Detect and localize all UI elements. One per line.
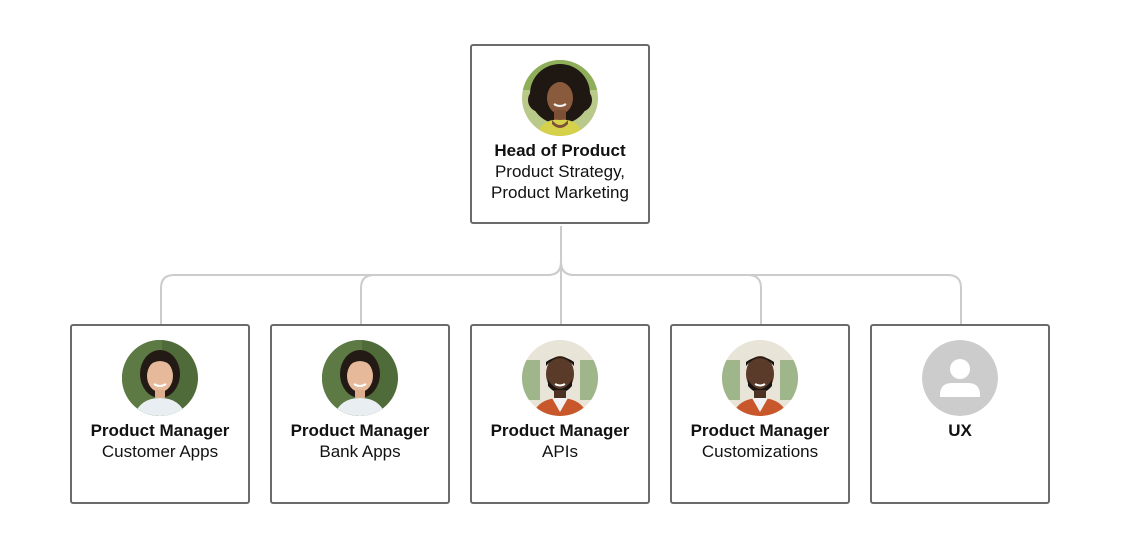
avatar-photo — [522, 340, 598, 416]
card-head-of-product[interactable]: Head of Product Product Strategy, Produc… — [470, 44, 650, 224]
card-department: Customer Apps — [101, 442, 219, 461]
avatar-photo — [122, 340, 198, 416]
connector-to-report-4 — [560, 261, 762, 324]
avatar-photo — [522, 60, 598, 136]
avatar-photo — [722, 340, 798, 416]
card-department: APIs — [542, 442, 578, 461]
card-title: Product Manager — [690, 421, 830, 440]
card-department-line-1: Product Strategy, — [494, 162, 626, 181]
card-department-line-2: Product Marketing — [491, 183, 629, 202]
person-placeholder-icon — [922, 340, 998, 416]
avatar-woman-curly-hair-icon — [522, 60, 598, 136]
avatar-photo — [322, 340, 398, 416]
avatar-man-beard-icon — [522, 340, 598, 416]
avatar-woman-asian-icon — [322, 340, 398, 416]
connector-to-report-5 — [560, 261, 962, 324]
avatar-woman-asian-icon — [122, 340, 198, 416]
connector-to-report-2 — [360, 261, 562, 324]
card-title: Product Manager — [90, 421, 230, 440]
card-product-manager-apis[interactable]: Product Manager APIs — [470, 324, 650, 504]
card-title: UX — [948, 421, 972, 440]
card-product-manager-bank-apps[interactable]: Product Manager Bank Apps — [270, 324, 450, 504]
avatar-placeholder — [922, 340, 998, 416]
card-ux[interactable]: UX — [870, 324, 1050, 504]
card-title: Head of Product — [494, 141, 626, 160]
card-product-manager-customizations[interactable]: Product Manager Customizations — [670, 324, 850, 504]
avatar-man-beard-icon — [722, 340, 798, 416]
card-department: Customizations — [701, 442, 819, 461]
card-title: Product Manager — [290, 421, 430, 440]
card-product-manager-customer-apps[interactable]: Product Manager Customer Apps — [70, 324, 250, 504]
card-title: Product Manager — [490, 421, 630, 440]
card-department: Bank Apps — [319, 442, 401, 461]
